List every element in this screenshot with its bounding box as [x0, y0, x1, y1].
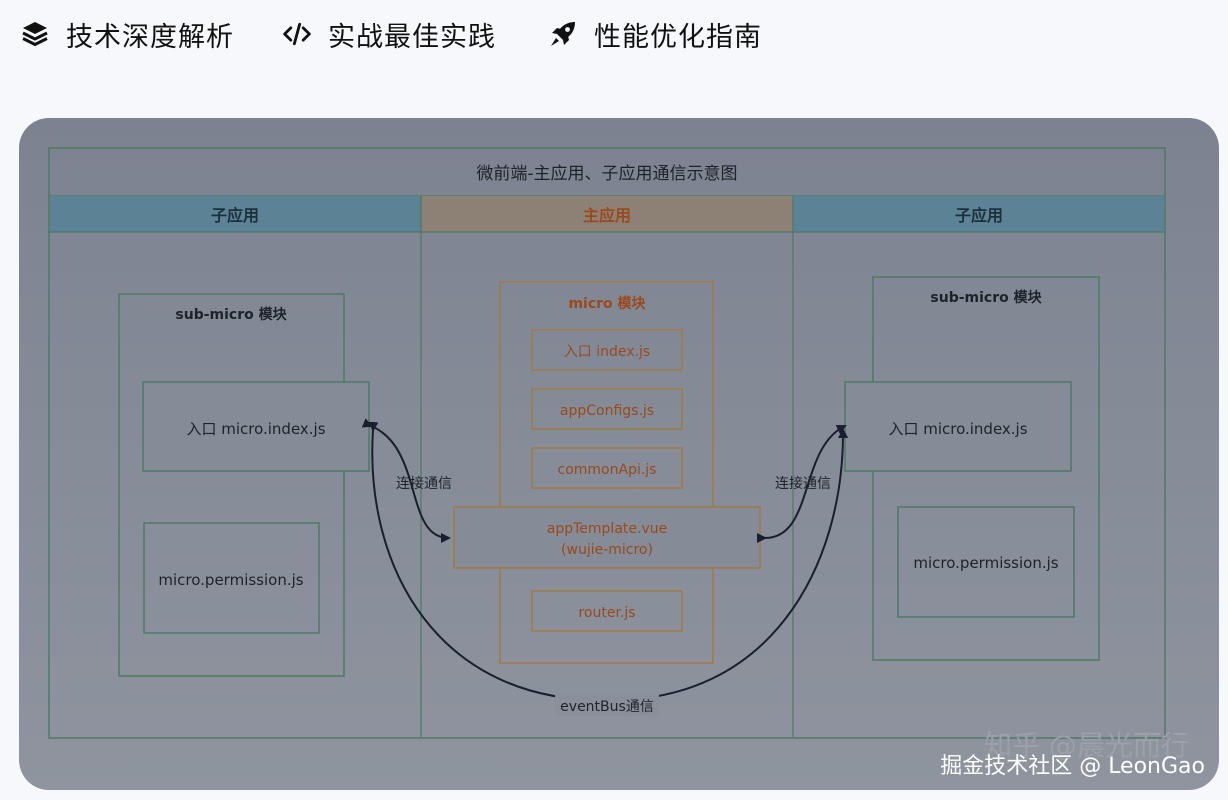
left-sub-micro-module: [118, 293, 345, 677]
main-entry-label: 入口 index.js: [564, 344, 650, 360]
main-entry-box: [531, 329, 683, 371]
column-header-sub-right: [793, 196, 1164, 232]
left-entry-label: 入口 micro.index.js: [186, 420, 325, 438]
top-nav: 技术深度解析 实战最佳实践 性能优化指南: [0, 0, 1228, 70]
column-title-main: 主应用: [583, 206, 631, 225]
column-header-main: [421, 196, 793, 232]
layers-icon: [20, 19, 50, 49]
right-permission-box: [897, 506, 1075, 618]
main-module-title: micro 模块: [568, 295, 646, 312]
left-connection-label: 连接通信: [396, 475, 452, 492]
diagram-title: 微前端-主应用、子应用通信示意图: [476, 164, 737, 184]
column-title-sub-left: 子应用: [211, 206, 259, 225]
main-api-box: [531, 447, 683, 489]
right-permission-label: micro.permission.js: [913, 554, 1058, 572]
nav-item-tech-analysis[interactable]: 技术深度解析: [20, 16, 234, 53]
left-entry-box: [142, 381, 370, 472]
zhihu-watermark: 知乎 @晨光而行: [984, 729, 1189, 762]
code-icon: [282, 19, 312, 49]
nav-item-best-practice[interactable]: 实战最佳实践: [282, 16, 496, 53]
right-connection-label: 连接通信: [775, 475, 831, 492]
main-template-box: [453, 506, 761, 569]
main-router-label: router.js: [578, 605, 635, 621]
main-router-box: [531, 590, 683, 632]
juejin-watermark: 掘金技术社区 @ LeonGao: [940, 754, 1205, 779]
left-permission-label: micro.permission.js: [158, 571, 303, 589]
column-header-sub-left: [50, 196, 421, 232]
right-entry-box: [844, 381, 1072, 472]
main-api-label: commonApi.js: [558, 462, 657, 478]
diagram-frame: [48, 147, 1166, 739]
rocket-icon: [548, 19, 578, 49]
eventbus-label: eventBus通信: [560, 699, 654, 715]
left-module-title: sub-micro 模块: [175, 306, 287, 323]
nav-item-label: 技术深度解析: [66, 21, 234, 53]
nav-item-label: 实战最佳实践: [328, 21, 496, 53]
left-permission-box: [143, 522, 320, 634]
main-configs-label: appConfigs.js: [560, 403, 654, 419]
main-micro-module: [499, 281, 714, 664]
communication-diagram: 微前端-主应用、子应用通信示意图 子应用 主应用 子应用 sub-micro 模…: [48, 147, 1205, 779]
main-template-label: appTemplate.vue: [547, 521, 667, 537]
nav-item-label: 性能优化指南: [594, 21, 762, 53]
right-module-title: sub-micro 模块: [930, 289, 1042, 306]
main-template-sublabel: (wujie-micro): [561, 542, 653, 558]
column-title-sub-right: 子应用: [955, 206, 1003, 225]
nav-item-performance-guide[interactable]: 性能优化指南: [548, 16, 762, 53]
diagram-card: 微前端-主应用、子应用通信示意图 子应用 主应用 子应用 sub-micro 模…: [19, 118, 1219, 790]
right-entry-label: 入口 micro.index.js: [888, 420, 1027, 438]
